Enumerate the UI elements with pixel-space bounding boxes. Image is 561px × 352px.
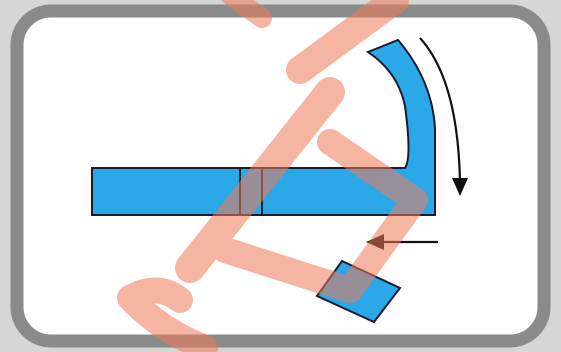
watermark-stroke-4 bbox=[286, 0, 409, 84]
curved-rotation-arrow bbox=[419, 37, 462, 183]
watermark-stroke-1 bbox=[117, 277, 218, 352]
watermark-stroke-2 bbox=[175, 77, 345, 283]
watermark-stroke-3 bbox=[212, 129, 428, 303]
watermark-logo bbox=[117, 0, 428, 352]
rotation-arrowhead-icon bbox=[452, 178, 468, 196]
watermark-stroke-5 bbox=[221, 0, 272, 28]
bent-strip-part bbox=[91, 38, 436, 216]
